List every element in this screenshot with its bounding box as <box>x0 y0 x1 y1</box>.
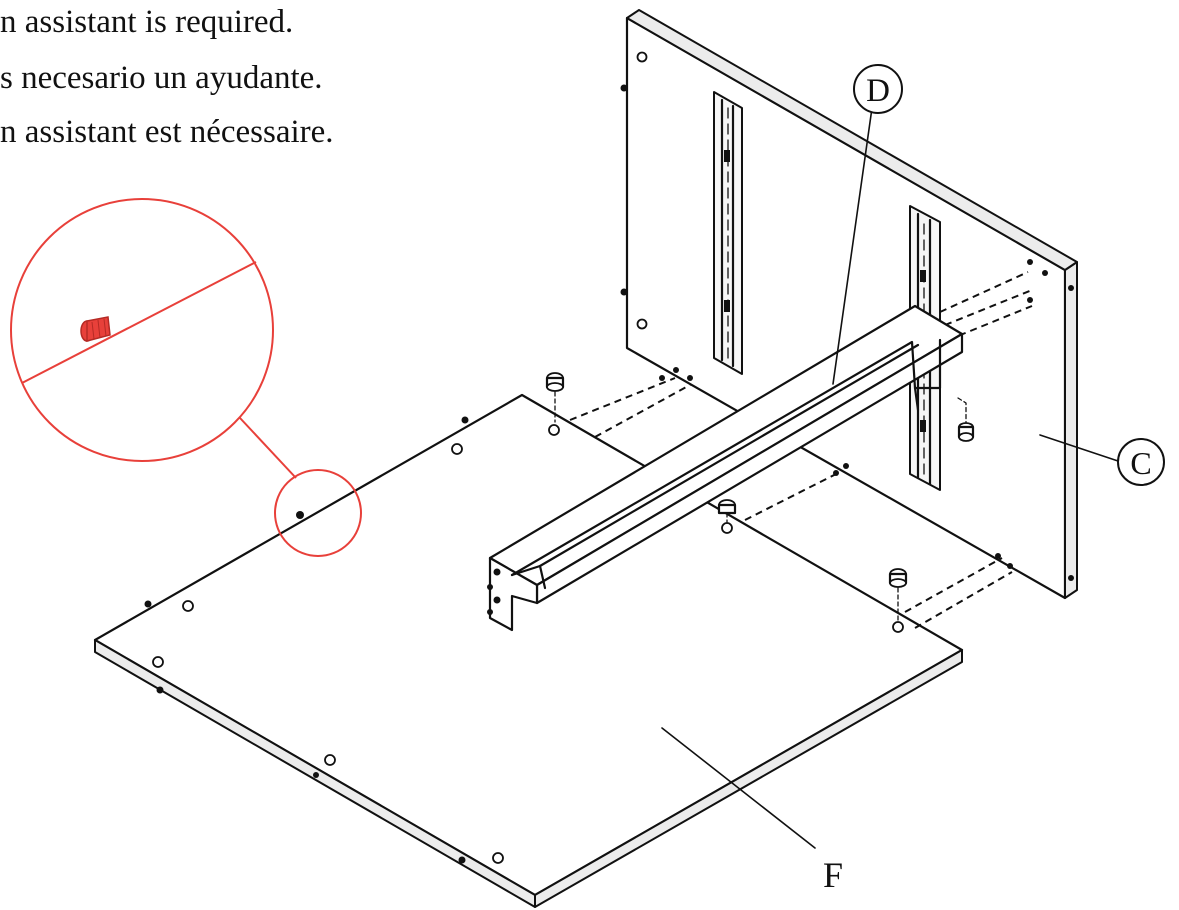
cam-lock-1 <box>545 372 565 423</box>
panel-f <box>93 393 964 908</box>
cam-lock-4 <box>957 397 975 442</box>
part-label-f: F <box>823 855 843 895</box>
dowel-guide-lines <box>569 259 1048 629</box>
cam-lock-2 <box>717 499 737 523</box>
drawer-slide-left <box>713 91 743 375</box>
part-label-d: D <box>866 73 890 109</box>
label-d: D <box>832 64 903 385</box>
instruction-line-es: s necesario un ayudante. <box>0 60 323 96</box>
cam-lock-3 <box>888 568 908 621</box>
dowel-detail-callout <box>10 198 362 557</box>
dowel-icon <box>80 316 111 342</box>
instruction-line-fr: n assistant est nécessaire. <box>0 114 334 150</box>
part-label-c: C <box>1130 445 1151 481</box>
instruction-line-en: n assistant is required. <box>0 4 294 40</box>
label-c: C <box>1039 434 1165 486</box>
rail-d <box>487 304 964 632</box>
label-f: F <box>661 727 843 895</box>
